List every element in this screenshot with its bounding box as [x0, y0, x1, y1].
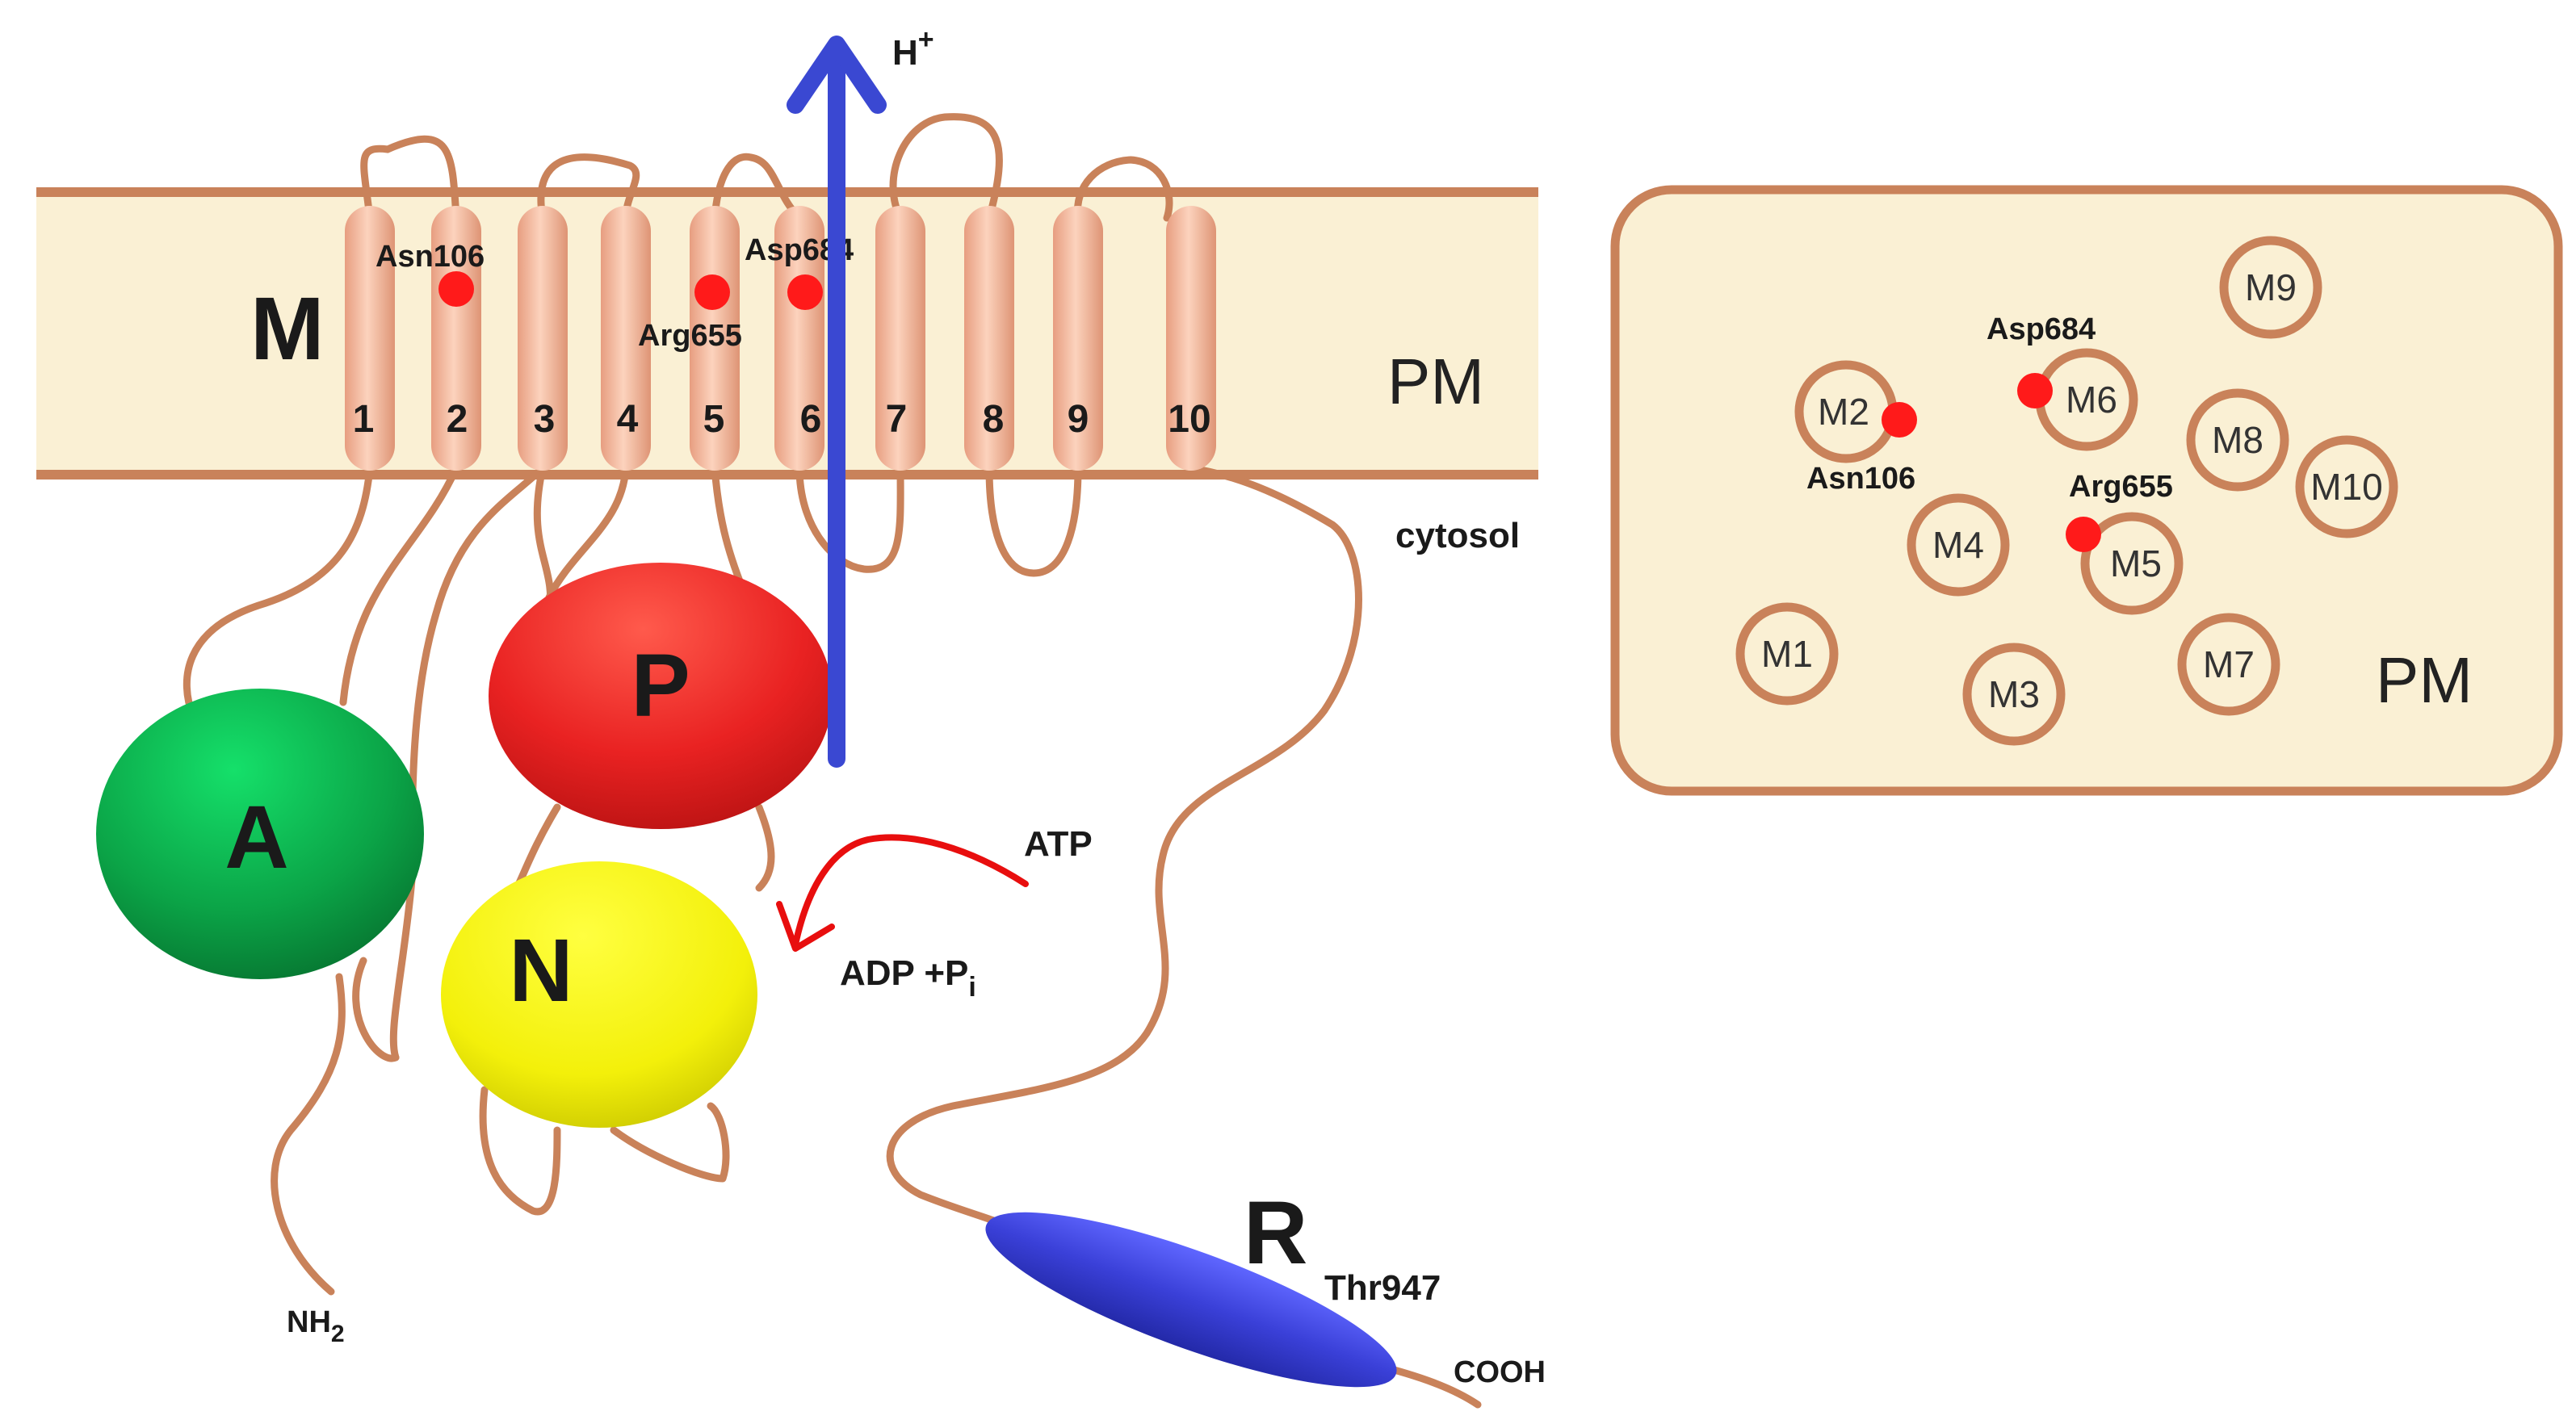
m7-circle [2177, 613, 2280, 716]
helix-number-9: 9 [1068, 398, 1089, 441]
right-panel: M1 M2 M3 M4 M5 M6 M7 M8 M9 M10 Asn106 As… [1610, 185, 2563, 796]
m6-label: M6 [2066, 379, 2117, 421]
m4-circle [1907, 493, 2010, 597]
helix-number-10: 10 [1168, 398, 1210, 441]
helix-number-3: 3 [534, 398, 556, 441]
helix-4 [601, 206, 651, 471]
arg655-label: Arg655 [638, 319, 742, 353]
adp-pi-label: ADP +Pi [840, 953, 976, 1003]
asp684-top-dot [2017, 373, 2053, 408]
helix-number-5: 5 [703, 398, 725, 441]
helix-2 [431, 206, 481, 471]
helix-numbers: 1 2 3 4 5 6 7 8 9 10 [353, 398, 1211, 441]
a-domain-label: A [224, 788, 288, 887]
cytoplasmic-loops [183, 464, 1482, 1409]
m1-label: M1 [1761, 633, 1813, 675]
n-domain-label: N [509, 921, 573, 1020]
helix-8 [964, 206, 1014, 471]
m10-label: M10 [2310, 466, 2382, 508]
m10-circle [2295, 435, 2398, 538]
asn106-top-label: Asn106 [1806, 462, 1915, 496]
arg655-top-label: Arg655 [2069, 470, 2173, 504]
proton-label: H+ [892, 24, 934, 73]
extracellular-loops [360, 113, 1173, 222]
asp684-top-label: Asp684 [1987, 312, 2096, 346]
m8-label: M8 [2212, 419, 2263, 461]
helix-3 [518, 206, 568, 471]
helix-5 [690, 206, 740, 471]
a-domain [96, 689, 424, 979]
asn106-label: Asn106 [375, 240, 485, 274]
asp684-residue-dot [787, 274, 823, 310]
m8-circle [2186, 388, 2289, 492]
p-domain-label: P [631, 636, 690, 735]
membrane-top-view [1610, 185, 2563, 796]
m1-circle [1735, 602, 1839, 706]
helix-7 [875, 206, 925, 471]
helix-6 [774, 206, 824, 471]
m3-circle [1962, 643, 2066, 746]
helix-1 [345, 206, 395, 471]
m4-label: M4 [1932, 524, 1984, 566]
n-domain [441, 861, 757, 1128]
helix-number-6: 6 [800, 398, 822, 441]
atp-hydrolysis-arrow [776, 834, 1029, 952]
helix-number-1: 1 [353, 398, 375, 441]
atp-label: ATP [1024, 824, 1093, 864]
thr947-label: Thr947 [1324, 1268, 1441, 1308]
asn106-top-dot [1882, 402, 1917, 438]
m5-circle [2080, 512, 2184, 615]
m7-label: M7 [2203, 643, 2255, 685]
helix-9 [1053, 206, 1103, 471]
membrane-domain-label: M [250, 279, 325, 379]
helix-number-8: 8 [983, 398, 1005, 441]
proton-arrow [787, 36, 887, 768]
c-terminus-label: COOH [1454, 1355, 1546, 1389]
top-view-pm-label: PM [2376, 644, 2473, 716]
m2-label: M2 [1818, 391, 1869, 433]
m9-label: M9 [2245, 266, 2297, 308]
n-terminus-label: NH2 [287, 1305, 345, 1347]
helix-number-4: 4 [617, 398, 639, 441]
left-panel: 1 2 3 4 5 6 7 8 9 10 Asn106 Arg655 Asp68… [36, 24, 1546, 1409]
helix-number-7: 7 [886, 398, 908, 441]
r-domain [985, 1212, 1397, 1388]
p-domain [489, 563, 833, 829]
pm-label: PM [1387, 346, 1484, 417]
arg655-top-dot [2066, 517, 2101, 552]
arg655-residue-dot [694, 274, 730, 310]
asn106-residue-dot [438, 271, 474, 307]
cytosol-label: cytosol [1395, 516, 1520, 555]
m3-label: M3 [1988, 673, 2040, 715]
m5-label: M5 [2110, 542, 2162, 584]
helix-10 [1166, 206, 1216, 471]
r-domain-label: R [1244, 1183, 1307, 1283]
m9-circle [2219, 236, 2322, 339]
helix-number-2: 2 [447, 398, 468, 441]
transmembrane-helices [345, 206, 1216, 471]
